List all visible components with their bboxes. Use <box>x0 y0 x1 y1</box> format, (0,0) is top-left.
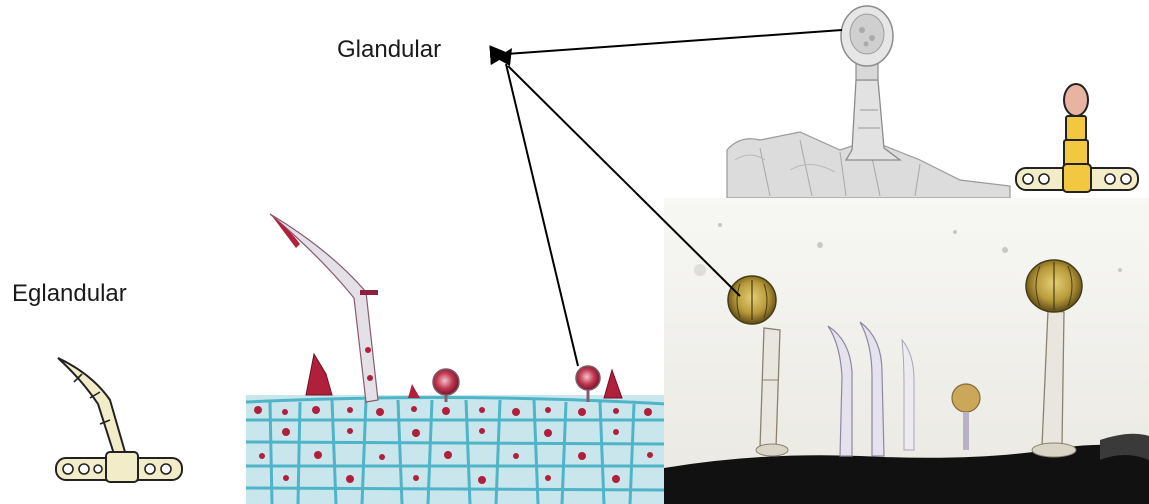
glandular-label: Glandular <box>337 36 441 64</box>
eglandular-trichome-drawing <box>56 358 182 482</box>
darkfield-trichome-micrograph <box>664 198 1149 504</box>
arrow-to-stained-gland <box>506 64 578 366</box>
glandular-trichome-drawing-colored <box>1016 84 1138 192</box>
eglandular-label: Eglandular <box>12 280 127 308</box>
glandular-trichome-micrograph-gray <box>727 0 1012 198</box>
arrow-head-marker <box>496 48 512 66</box>
stained-tissue-micrograph <box>246 214 666 504</box>
arrow-to-darkfield-gland <box>508 66 740 296</box>
